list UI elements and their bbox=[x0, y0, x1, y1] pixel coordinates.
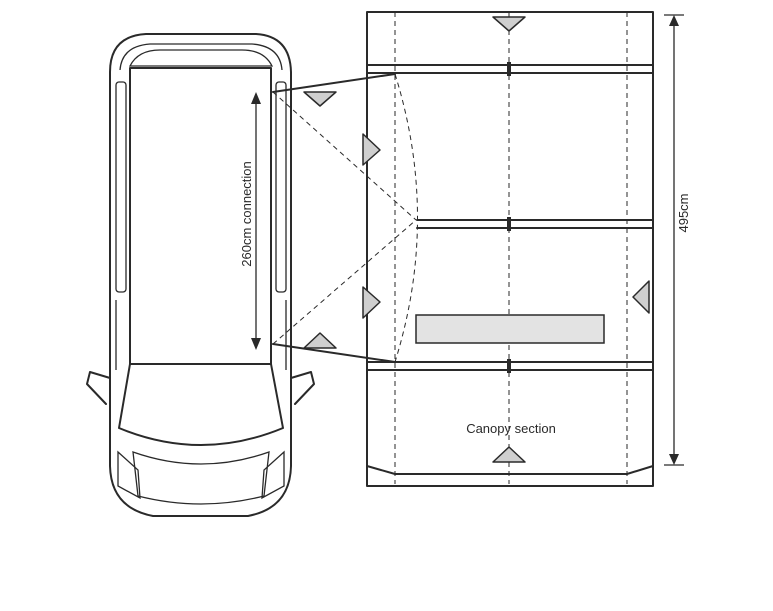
arrow-down-icon bbox=[669, 454, 679, 465]
awning-outline bbox=[366, 11, 654, 487]
peg-marker-tunnel-top-icon bbox=[303, 91, 337, 107]
arrow-down-icon bbox=[251, 338, 261, 350]
peg-marker-tunnel-lower-icon bbox=[362, 286, 381, 319]
arrow-up-icon bbox=[251, 92, 261, 104]
beam-1-connector bbox=[507, 62, 511, 76]
vehicle-rear-window bbox=[128, 49, 274, 67]
vehicle-side-window-left bbox=[115, 81, 127, 293]
tunnel-bottom-edge bbox=[272, 343, 396, 363]
peg-markers bbox=[303, 16, 650, 463]
vehicle-mirror-right bbox=[290, 371, 315, 405]
connecting-tunnel bbox=[272, 73, 418, 363]
peg-marker-bottom-icon bbox=[492, 446, 526, 463]
awning-body: Canopy section bbox=[366, 11, 654, 487]
peg-marker-top-icon bbox=[492, 16, 526, 32]
tunnel-door-arc bbox=[394, 73, 418, 363]
vehicle-top-view bbox=[86, 33, 315, 517]
vehicle-side-window-right bbox=[275, 81, 287, 293]
beam-3-connector bbox=[507, 359, 511, 373]
canopy-section-label: Canopy section bbox=[466, 421, 556, 436]
tunnel-dashed-diagonal-lower bbox=[272, 219, 417, 345]
vehicle-windscreen bbox=[118, 363, 284, 446]
tunnel-dashed-diagonal-upper bbox=[272, 91, 417, 221]
vehicle-body-outline bbox=[109, 33, 292, 517]
peg-marker-tunnel-bottom-icon bbox=[303, 332, 337, 349]
length-dimension: 495cm bbox=[664, 14, 691, 466]
tunnel-top-edge bbox=[272, 73, 396, 93]
peg-marker-tunnel-upper-icon bbox=[362, 133, 381, 166]
awning-window-panel bbox=[415, 314, 605, 344]
connection-label: 260cm connection bbox=[239, 161, 254, 267]
arrow-up-icon bbox=[669, 15, 679, 26]
peg-marker-right-icon bbox=[632, 280, 650, 314]
connection-dimension: 260cm connection bbox=[239, 92, 261, 350]
vehicle-headlight-left bbox=[117, 450, 141, 500]
beam-2-connector bbox=[507, 217, 511, 231]
canopy-front-edge bbox=[366, 465, 654, 475]
length-label: 495cm bbox=[676, 193, 691, 232]
vehicle-bonnet bbox=[132, 451, 270, 505]
vehicle-headlight-right bbox=[261, 450, 285, 500]
vehicle-bumper-line bbox=[119, 43, 283, 71]
vehicle-mirror-left bbox=[86, 371, 111, 405]
